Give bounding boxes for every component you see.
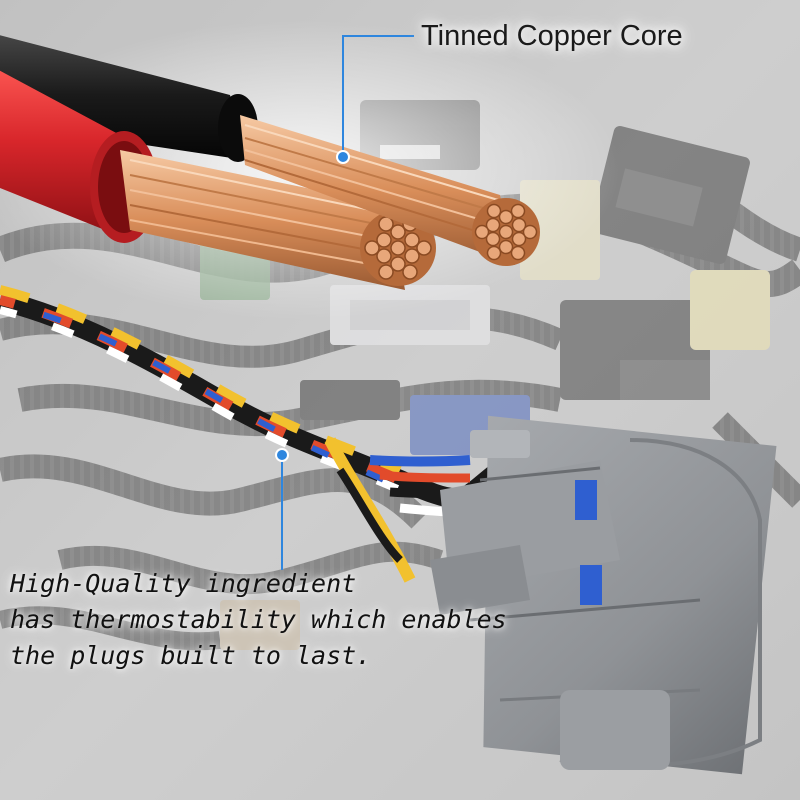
leader-dot-top-icon bbox=[336, 150, 350, 164]
copper-core-cable bbox=[0, 35, 540, 290]
callout-tinned-copper-core: Tinned Copper Core bbox=[421, 19, 683, 52]
callout-leaders bbox=[275, 35, 414, 570]
leader-dot-bottom-icon bbox=[275, 448, 289, 462]
twisted-wire bbox=[0, 285, 507, 583]
callout-line-3: the plugs built to last. bbox=[10, 641, 372, 670]
callout-line-2: has thermostability which enables bbox=[10, 605, 507, 634]
callout-quality-description: High-Quality ingredient has thermostabil… bbox=[10, 566, 610, 674]
callout-line-1: High-Quality ingredient bbox=[10, 569, 357, 598]
gray-connector bbox=[430, 415, 777, 775]
